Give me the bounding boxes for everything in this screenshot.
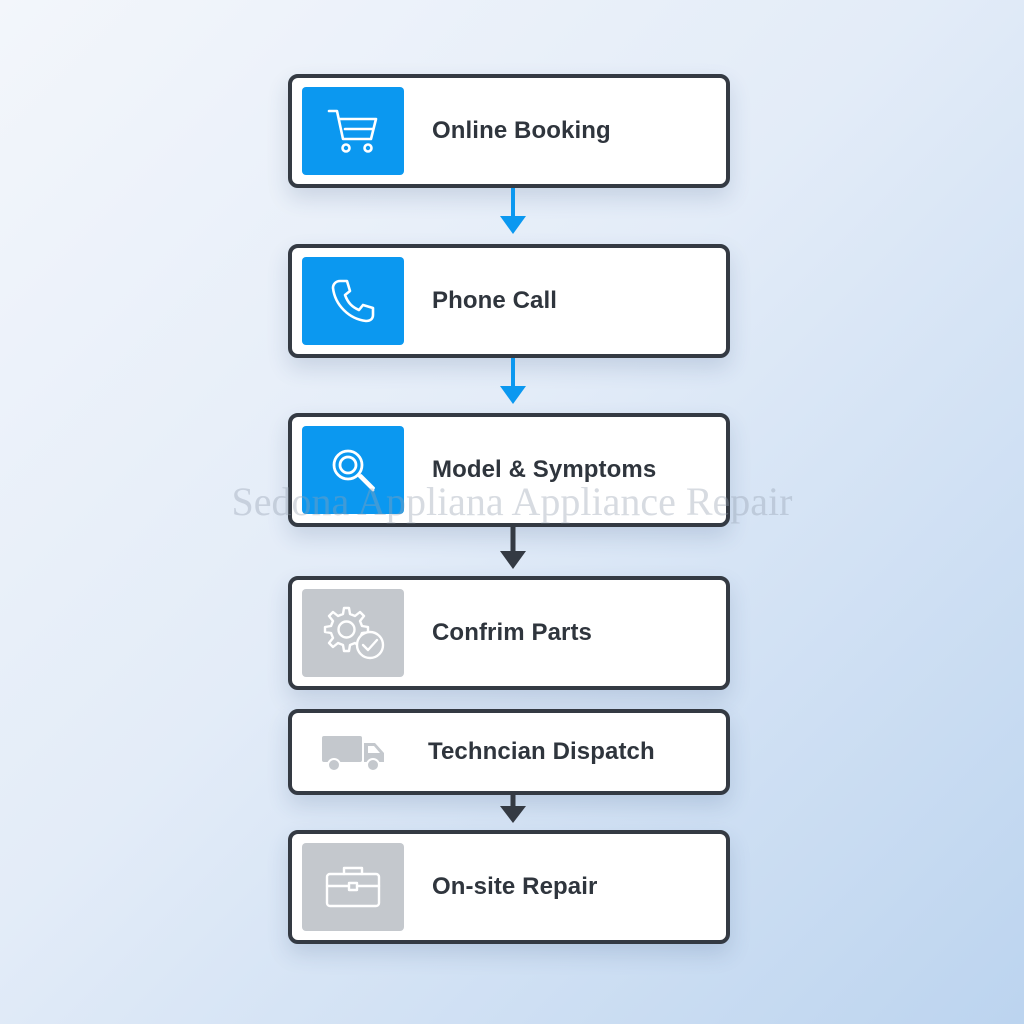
magnifier-icon [332,449,375,492]
arrow-down-icon [500,188,526,234]
step-label: Model & Symptoms [432,456,657,483]
step-label: Confrim Parts [432,619,592,646]
step-icon-box [302,426,404,514]
step-icon-box [314,727,394,779]
step-icon-box [302,589,404,677]
arrow-down-icon [500,527,526,569]
arrow-down-icon [500,795,526,823]
truck-icon [322,736,384,772]
step-label: On-site Repair [432,873,598,900]
step-icon-box [302,843,404,931]
shopping-cart-icon [327,109,378,153]
toolbox-icon [325,866,381,908]
step-technician-dispatch: Techncian Dispatch [288,709,730,795]
step-online-booking: Online Booking [288,74,730,188]
step-confirm-parts: Confrim Parts [288,576,730,690]
gear-check-icon [323,606,385,660]
step-icon-box [302,87,404,175]
step-label: Techncian Dispatch [428,738,655,765]
phone-icon [331,279,375,323]
step-icon-box [302,257,404,345]
step-phone-call: Phone Call [288,244,730,358]
step-label: Phone Call [432,287,558,314]
step-label: Online Booking [432,117,611,144]
step-onsite-repair: On-site Repair [288,830,730,944]
arrow-down-icon [500,358,526,404]
step-model-symptoms: Model & Symptoms [288,413,730,527]
